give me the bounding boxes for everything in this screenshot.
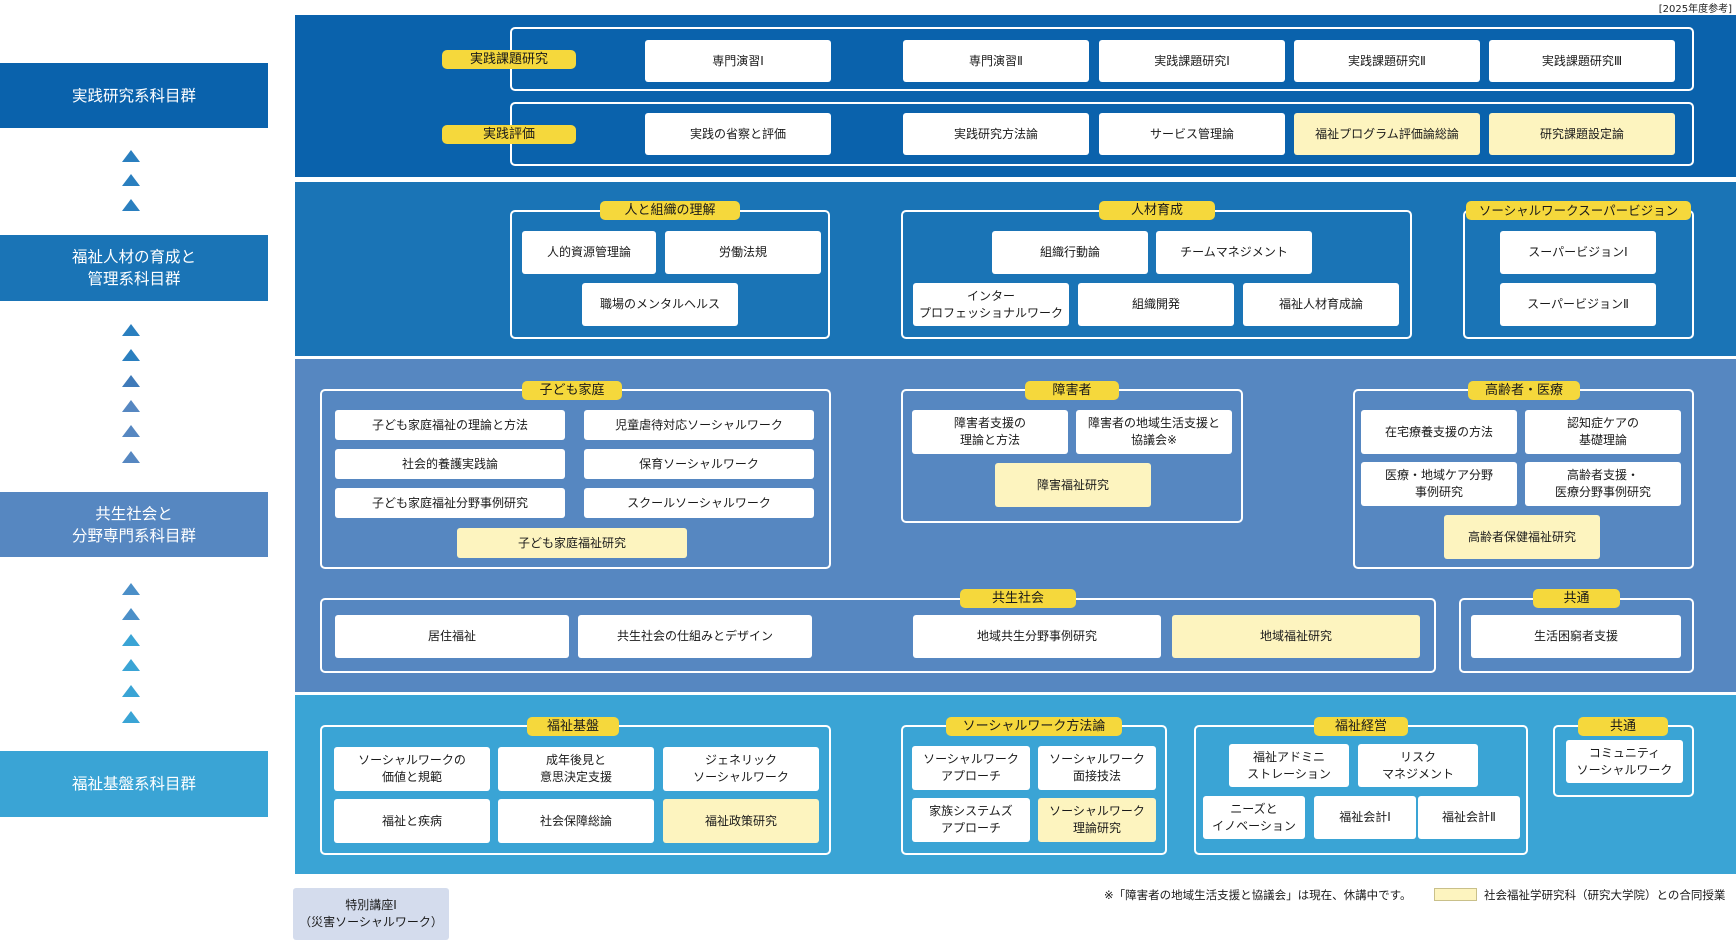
course-card-joint: 研究課題設定論: [1489, 113, 1675, 155]
group-label: 福祉経営: [1314, 717, 1408, 736]
arrow-up-icon: [122, 400, 140, 412]
course-card-joint: ソーシャルワーク 理論研究: [1038, 798, 1156, 842]
course-card: 医療・地域ケア分野 事例研究: [1361, 462, 1517, 506]
arrow-up-icon: [122, 425, 140, 437]
arrow-up-icon: [122, 711, 140, 723]
course-card: 障害者の地域生活支援と 協議会※: [1076, 410, 1232, 454]
course-card: ソーシャルワークの 価値と規範: [334, 747, 490, 791]
row-label-practice-evaluation: 実践評価: [442, 125, 576, 144]
category-welfare-personnel: 福祉人材の育成と 管理系科目群: [0, 235, 268, 301]
course-card: 成年後見と 意思決定支援: [498, 747, 654, 791]
course-card: 子ども家庭福祉の理論と方法: [335, 410, 565, 440]
course-card: 高齢者支援・ 医療分野事例研究: [1525, 462, 1681, 506]
course-card: 実践の省察と評価: [645, 113, 831, 155]
course-card-joint: 福祉プログラム評価論総論: [1294, 113, 1480, 155]
arrow-up-icon: [122, 659, 140, 671]
course-card: 組織行動論: [992, 231, 1148, 274]
course-card: 実践課題研究Ⅲ: [1489, 40, 1675, 82]
course-card: 共生社会の仕組みとデザイン: [578, 615, 812, 658]
course-card: 居住福祉: [335, 615, 569, 658]
course-card: 労働法規: [665, 231, 821, 274]
course-card: 人的資源管理論: [522, 231, 656, 274]
special-course: 特別講座Ⅰ （災害ソーシャルワーク）: [293, 888, 449, 940]
course-card: 組織開発: [1078, 283, 1234, 326]
course-card: 地域共生分野事例研究: [913, 615, 1161, 658]
course-card: スクールソーシャルワーク: [584, 488, 814, 518]
course-card: 社会的養護実践論: [335, 449, 565, 479]
course-card-joint: 地域福祉研究: [1172, 615, 1420, 658]
legend-swatch: [1434, 888, 1477, 901]
arrow-up-icon: [122, 685, 140, 697]
arrow-up-icon: [122, 199, 140, 211]
group-coexistence-society: [320, 598, 1436, 673]
course-card: ソーシャルワーク アプローチ: [912, 746, 1030, 790]
course-card: インター プロフェッショナルワーク: [913, 283, 1069, 326]
arrow-up-icon: [122, 634, 140, 646]
course-card: 福祉人材育成論: [1243, 283, 1399, 326]
course-card-joint: 子ども家庭福祉研究: [457, 528, 687, 558]
legend-label: 社会福祉学研究科（研究大学院）との合同授業: [1484, 888, 1726, 902]
arrow-up-icon: [122, 583, 140, 595]
course-card: 福祉と疾病: [334, 799, 490, 843]
course-card: 児童虐待対応ソーシャルワーク: [584, 410, 814, 440]
category-welfare-foundation: 福祉基盤系科目群: [0, 751, 268, 817]
course-card: ジェネリック ソーシャルワーク: [663, 747, 819, 791]
course-card: 福祉アドミニ ストレーション: [1229, 744, 1349, 787]
course-card: 専門演習Ⅰ: [645, 40, 831, 82]
course-card: 実践課題研究Ⅰ: [1099, 40, 1285, 82]
course-card: スーパービジョンⅡ: [1500, 283, 1656, 326]
arrow-up-icon: [122, 375, 140, 387]
course-card: 職場のメンタルヘルス: [582, 283, 738, 326]
arrow-up-icon: [122, 150, 140, 162]
course-card: 福祉会計Ⅰ: [1314, 796, 1416, 839]
course-card-joint: 高齢者保健福祉研究: [1444, 515, 1600, 559]
category-practice-research: 実践研究系科目群: [0, 63, 268, 128]
course-card: 認知症ケアの 基礎理論: [1525, 410, 1681, 454]
group-label: 共通: [1578, 717, 1668, 736]
course-card: 生活困窮者支援: [1471, 615, 1681, 658]
course-card: コミュニティ ソーシャルワーク: [1566, 740, 1683, 783]
arrow-up-icon: [122, 174, 140, 186]
arrow-up-icon: [122, 324, 140, 336]
group-label: 共生社会: [960, 589, 1076, 608]
group-label: ソーシャルワーク方法論: [946, 717, 1122, 736]
arrow-up-icon: [122, 349, 140, 361]
footnote: ※「障害者の地域生活支援と協議会」は現在、休講中です。: [1104, 888, 1412, 902]
course-card: チームマネジメント: [1156, 231, 1312, 274]
course-card: 家族システムズ アプローチ: [912, 798, 1030, 842]
group-label: 人と組織の理解: [600, 201, 740, 220]
group-label: 子ども家庭: [522, 381, 622, 400]
group-label: 障害者: [1025, 381, 1119, 400]
year-note: [2025年度参考]: [1658, 4, 1732, 15]
course-card: 障害者支援の 理論と方法: [912, 410, 1068, 454]
course-card: サービス管理論: [1099, 113, 1285, 155]
course-card: ソーシャルワーク 面接技法: [1038, 746, 1156, 790]
course-card: スーパービジョンⅠ: [1500, 231, 1656, 274]
group-label: 福祉基盤: [527, 717, 619, 736]
course-card: ニーズと イノベーション: [1203, 796, 1305, 839]
group-label: ソーシャルワークスーパービジョン: [1466, 201, 1691, 220]
arrow-up-icon: [122, 451, 140, 463]
row-label-practice-research: 実践課題研究: [442, 50, 576, 69]
course-card-joint: 福祉政策研究: [663, 799, 819, 843]
course-card: 専門演習Ⅱ: [903, 40, 1089, 82]
course-card: 福祉会計Ⅱ: [1418, 796, 1520, 839]
course-card: リスク マネジメント: [1358, 744, 1478, 787]
group-label: 人材育成: [1099, 201, 1215, 220]
course-card: 在宅療養支援の方法: [1361, 410, 1517, 454]
group-label: 共通: [1533, 589, 1620, 608]
arrow-up-icon: [122, 608, 140, 620]
course-card-joint: 障害福祉研究: [995, 463, 1151, 507]
course-card: 保育ソーシャルワーク: [584, 449, 814, 479]
course-card: 実践研究方法論: [903, 113, 1089, 155]
course-card: 子ども家庭福祉分野事例研究: [335, 488, 565, 518]
course-card: 実践課題研究Ⅱ: [1294, 40, 1480, 82]
category-coexistence-specialty: 共生社会と 分野専門系科目群: [0, 492, 268, 557]
course-card: 社会保障総論: [498, 799, 654, 843]
group-label: 高齢者・医療: [1468, 381, 1580, 400]
